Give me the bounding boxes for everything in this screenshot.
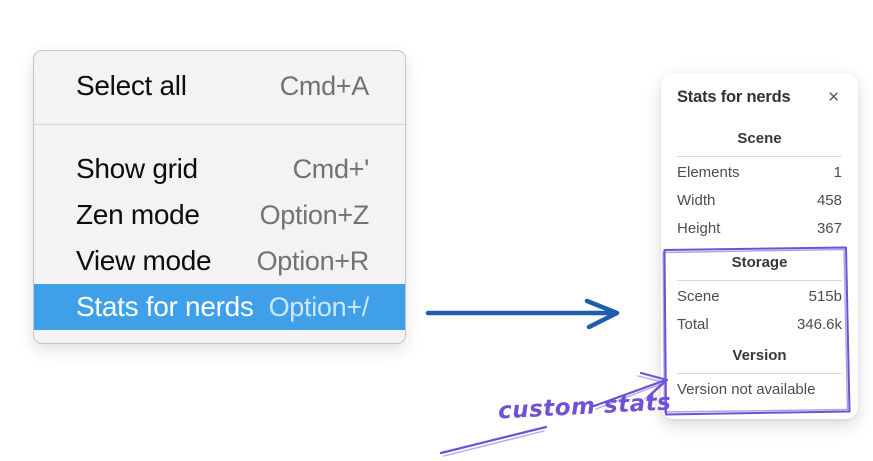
section-divider [677,280,842,281]
stat-row-height: Height 367 [677,214,842,242]
stat-value: 458 [816,191,842,209]
stats-panel-title: Stats for nerds [677,87,791,106]
stat-row-storage-scene: Scene 515b [677,282,842,310]
menu-item-label: Zen mode [76,199,200,230]
stat-value: 346.6k [796,315,842,333]
menu-item-shortcut: Option+Z [259,199,370,230]
stat-label: Scene [677,287,720,305]
section-heading-storage: Storage [731,254,788,271]
annotation-arrow-tail-2 [443,430,545,457]
stats-panel-header: Stats for nerds ✕ [677,85,842,109]
menu-item-shortcut: Cmd+A [279,70,370,101]
section-heading-version: Version [732,347,787,364]
close-icon[interactable]: ✕ [827,88,840,106]
stat-label: Height [677,219,721,237]
stat-label: Elements [677,163,740,181]
menu-item-zen-mode[interactable]: Zen mode Option+Z [34,192,405,238]
blue-arrow-head [584,298,620,330]
section-divider [677,373,842,374]
menu-item-shortcut: Cmd+' [292,153,370,184]
stat-value: 515b [808,287,842,305]
stat-row-elements: Elements 1 [677,158,842,186]
annotation-label: custom stats [497,389,672,425]
menu-item-stats-for-nerds[interactable]: Stats for nerds Option+/ [34,284,405,330]
blue-arrow [425,298,620,330]
stats-panel: Stats for nerds ✕ Scene Elements 1 Width… [661,73,858,419]
stat-value: 1 [833,163,842,181]
menu-item-select-all[interactable]: Select all Cmd+A [34,63,405,109]
stat-value: 367 [816,219,842,237]
menu-divider [34,124,405,125]
version-note: Version not available [677,381,816,398]
stat-label: Total [677,315,709,333]
stat-label: Width [677,191,716,209]
stat-row-storage-total: Total 346.6k [677,310,842,338]
menu-item-label: Select all [76,70,187,101]
menu-item-label: View mode [76,245,212,276]
menu-item-shortcut: Option+R [256,245,370,276]
stat-row-width: Width 458 [677,186,842,214]
menu-item-show-grid[interactable]: Show grid Cmd+' [34,146,405,192]
section-divider [677,156,842,157]
menu-item-shortcut: Option+/ [268,291,370,322]
section-heading-scene: Scene [737,130,782,147]
menu-item-label: Stats for nerds [76,291,254,322]
annotation-arrow-tail [439,425,548,455]
menu-item-view-mode[interactable]: View mode Option+R [34,238,405,284]
context-menu: Select all Cmd+A Show grid Cmd+' Zen mod… [33,50,406,344]
menu-item-label: Show grid [76,153,198,184]
